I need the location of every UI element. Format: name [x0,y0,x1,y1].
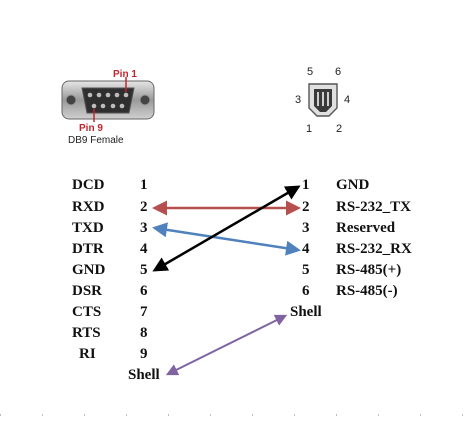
left-signal-rts: RTS [72,325,101,341]
connector-pin-label: 6 [335,66,342,78]
right-pin-number: 3 [302,220,310,236]
connector-pin-label: 5 [307,66,314,78]
right-signal-rs232-rx: RS-232_RX [336,241,412,257]
left-pin-number: 6 [140,283,148,299]
right-signal-rs485-plus: RS-485(+) [336,262,402,278]
right-shell-label: Shell [290,304,322,320]
left-signal-gnd: GND [72,262,106,278]
six-pin-connector-icon [308,83,338,117]
pin1-label: Pin 1 [113,69,137,80]
connector-pin-label: 1 [306,123,313,135]
connector-pin-label: 3 [295,94,302,106]
right-pin-number: 5 [302,262,310,278]
connector-pin-label: 4 [344,94,351,106]
left-signal-dcd: DCD [72,177,105,193]
left-pin-number: 9 [140,346,148,362]
left-pin-number: 5 [140,262,148,278]
left-signal-txd: TXD [72,220,104,236]
right-pin-number: 1 [302,177,310,193]
left-signal-dtr: DTR [72,241,104,257]
right-pin-number: 2 [302,199,310,215]
left-pin-number: 8 [140,325,148,341]
shell-to-shell-arrow [165,314,288,376]
pin9-label: Pin 9 [79,123,103,134]
left-signal-rxd: RXD [72,199,105,215]
db9-connector-icon [61,77,155,122]
bottom-border [0,414,475,416]
right-signal-reserved: Reserved [336,220,396,236]
right-pin-number: 6 [302,283,310,299]
right-signal-rs232-tx: RS-232_TX [336,199,412,215]
left-pin-number: 7 [140,304,148,320]
left-signal-dsr: DSR [72,283,103,299]
db9-connector [60,64,160,144]
right-signal-gnd: GND [336,177,370,193]
left-pin-number: 4 [140,241,148,257]
left-pin-number: 1 [140,177,148,193]
connector-pin-label: 2 [336,123,343,135]
left-signal-cts: CTS [72,304,102,320]
db9-caption: DB9 Female [68,135,124,146]
right-signal-rs485-minus: RS-485(-) [336,283,398,299]
left-pin-number: 2 [140,199,148,215]
left-signal-ri: RI [79,346,96,362]
left-pin-number: 3 [140,220,148,236]
gnd-to-gnd-arrow [152,185,301,272]
six-pin-connector [305,80,341,120]
right-pin-number: 4 [302,241,310,257]
txd-to-rs232-rx-arrow [152,222,301,256]
left-shell-label: Shell [128,367,160,383]
